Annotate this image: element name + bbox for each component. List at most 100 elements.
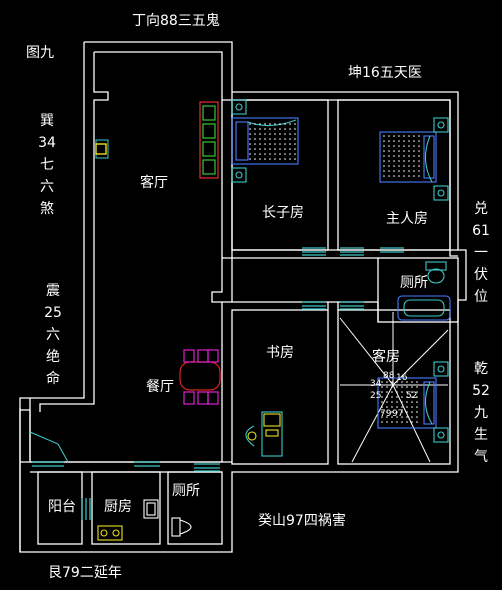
- right-upper-vertical-label: 兑 61 一 伏 位: [472, 198, 490, 308]
- bed-texture-dot: [249, 143, 251, 145]
- bed-texture-dot: [418, 170, 420, 172]
- bed-texture-dot: [259, 143, 261, 145]
- bed-texture-dot: [386, 411, 388, 413]
- bed-texture-dot: [413, 175, 415, 177]
- bed-texture-dot: [383, 140, 385, 142]
- bed-texture-dot: [386, 401, 388, 403]
- bed-texture-dot: [408, 165, 410, 167]
- bed-texture-dot: [413, 135, 415, 137]
- bed-texture-dot: [398, 155, 400, 157]
- bed-texture-dot: [396, 421, 398, 423]
- right-lower-char: 气: [474, 449, 488, 465]
- window-4: [340, 301, 364, 310]
- left-upper-char: 煞: [40, 201, 54, 217]
- bed-texture-dot: [274, 133, 276, 135]
- bed-texture-dot: [254, 148, 256, 150]
- bed-texture-dot: [413, 140, 415, 142]
- left-upper-vertical-label: 巽 34 七 六 煞: [38, 110, 56, 220]
- bed-texture-dot: [386, 406, 388, 408]
- bed-texture-dot: [386, 381, 388, 383]
- bed-texture-dot: [413, 170, 415, 172]
- kitchen-fixtures: [97, 499, 159, 541]
- bottom-left-label: 艮79二延年: [48, 565, 122, 581]
- bed-texture-dot: [403, 175, 405, 177]
- bed-texture-dot: [401, 411, 403, 413]
- bed-texture-dot: [406, 386, 408, 388]
- bed-texture-dot: [254, 128, 256, 130]
- bed-texture-dot: [381, 421, 383, 423]
- bed-texture-dot: [254, 138, 256, 140]
- bed-texture-dot: [249, 158, 251, 160]
- bed-texture-dot: [416, 381, 418, 383]
- bed-texture-dot: [396, 381, 398, 383]
- bed-texture-dot: [264, 158, 266, 160]
- bed-texture-dot: [406, 381, 408, 383]
- bed-texture-dot: [289, 143, 291, 145]
- bed-texture-dot: [408, 150, 410, 152]
- living-appliance: [95, 139, 109, 159]
- bed-texture-dot: [413, 150, 415, 152]
- bed-texture-dot: [408, 175, 410, 177]
- study-desk: [245, 411, 283, 457]
- compass-number: 16: [396, 373, 408, 383]
- right-upper-char: 兑: [474, 201, 488, 217]
- left-lower-char: 震: [46, 283, 60, 299]
- bed-texture-dot: [279, 128, 281, 130]
- bed-texture-dot: [406, 396, 408, 398]
- bed-texture-dot: [269, 128, 271, 130]
- bed-texture-dot: [381, 411, 383, 413]
- right-upper-char: 一: [474, 245, 488, 261]
- compass-number: 97: [392, 409, 404, 419]
- bed-texture-dot: [418, 145, 420, 147]
- bed-texture-dot: [381, 416, 383, 418]
- guest-star-lines: [339, 312, 449, 463]
- bed-texture-dot: [418, 150, 420, 152]
- bed-texture-dot: [401, 386, 403, 388]
- bed-texture-dot: [408, 145, 410, 147]
- bed-texture-dot: [264, 133, 266, 135]
- bed-texture-dot: [398, 150, 400, 152]
- bed-texture-dot: [403, 160, 405, 162]
- bed-texture-dot: [396, 391, 398, 393]
- right-lower-char: 52: [472, 383, 490, 399]
- bed-texture-dot: [279, 123, 281, 125]
- bed-texture-dot: [391, 401, 393, 403]
- bed-texture-dot: [401, 396, 403, 398]
- walls: [19, 41, 467, 553]
- toilet-right-room: [377, 257, 459, 323]
- left-upper-char: 34: [38, 135, 56, 151]
- window-5: [194, 463, 220, 472]
- bed-texture-dot: [259, 148, 261, 150]
- bed-texture-dot: [383, 150, 385, 152]
- room-label-kitchen: 厨房: [104, 499, 132, 515]
- top-right-label: 坤16五天医: [348, 65, 422, 81]
- bed-texture-dot: [418, 165, 420, 167]
- bed-texture-dot: [289, 148, 291, 150]
- bed-texture-dot: [393, 155, 395, 157]
- bed-texture-dot: [383, 175, 385, 177]
- balcony-door: [29, 431, 69, 463]
- compass-number: 52: [406, 391, 418, 401]
- bed-texture-dot: [403, 140, 405, 142]
- window-8: [81, 498, 91, 520]
- bed-texture-dot: [254, 153, 256, 155]
- bed-texture-dot: [274, 158, 276, 160]
- bed-texture-dot: [264, 138, 266, 140]
- room-label-balcony: 阳台: [48, 499, 76, 515]
- bed-texture-dot: [279, 143, 281, 145]
- bed-texture-dot: [294, 158, 296, 160]
- bed-texture-dot: [259, 123, 261, 125]
- bed-texture-dot: [381, 381, 383, 383]
- bed-texture-dot: [406, 421, 408, 423]
- bed-texture-dot: [396, 401, 398, 403]
- bed-texture-dot: [386, 421, 388, 423]
- bed-texture-dot: [391, 391, 393, 393]
- bed-texture-dot: [398, 165, 400, 167]
- bed-texture-dot: [383, 155, 385, 157]
- bed-texture-dot: [388, 160, 390, 162]
- bed-texture-dot: [269, 143, 271, 145]
- bed-texture-dot: [381, 391, 383, 393]
- bed-texture-dot: [413, 165, 415, 167]
- bed-texture-dot: [284, 143, 286, 145]
- bed-texture-dot: [294, 123, 296, 125]
